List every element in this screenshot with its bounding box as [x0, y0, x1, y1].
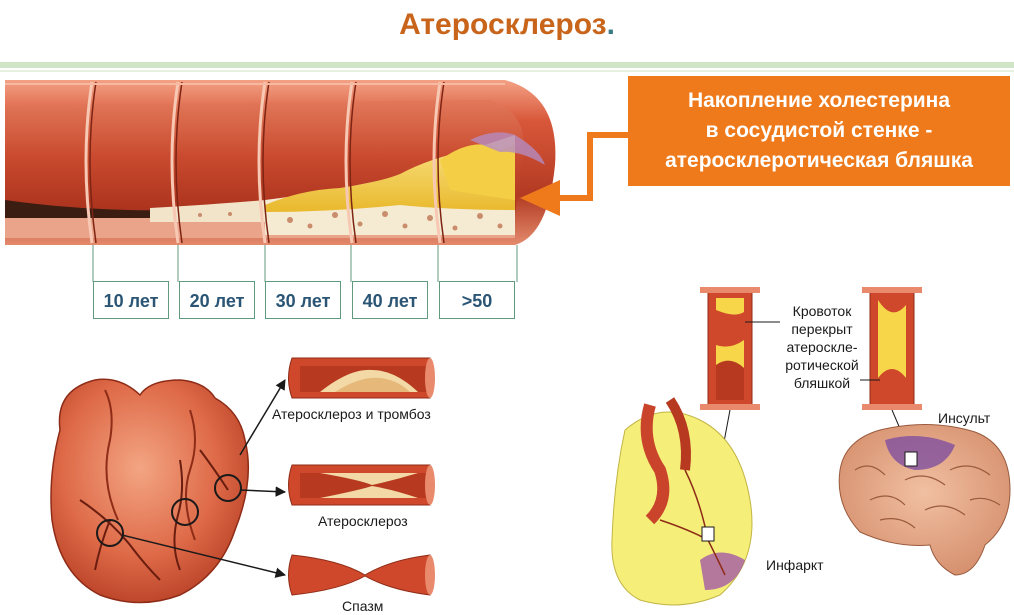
age-label-20: 20 лет: [179, 281, 255, 319]
artery-cross-section: [5, 80, 556, 245]
brain-stroke: [838, 424, 1011, 576]
segment-ticks: [92, 245, 518, 282]
title-text: Атеросклероз: [399, 8, 607, 41]
flow-line-4: ротической: [785, 357, 859, 373]
blocked-vessel-left: [700, 287, 760, 410]
flow-line-2: перекрыт: [791, 321, 853, 337]
callout-line-3: атеросклеротическая бляшка: [665, 149, 973, 172]
vessel-thrombosis: [288, 357, 435, 399]
flow-line-5: бляшкой: [793, 375, 851, 391]
title-divider: [0, 62, 1014, 68]
label-atherosclerosis: Атеросклероз: [318, 513, 408, 529]
callout-arrow: [520, 132, 628, 216]
title-dot: .: [606, 8, 615, 41]
label-stroke: Инсульт: [938, 410, 991, 426]
heart-infarct: [611, 397, 753, 606]
age-label-10: 10 лет: [93, 281, 169, 319]
page-title: Атеросклероз.: [0, 8, 1014, 42]
title-divider-light: [0, 70, 1014, 72]
label-spasm: Спазм: [342, 598, 384, 614]
flow-blocked-label: Кровоток перекрыт атероскле- ротической …: [782, 302, 862, 392]
label-thrombosis: Атеросклероз и тромбоз: [272, 406, 431, 422]
heart-illustration: [50, 378, 287, 604]
callout-line-1: Накопление холестерина: [687, 89, 951, 112]
flow-line-3: атероскле-: [786, 339, 858, 355]
age-label-30: 30 лет: [265, 281, 341, 319]
callout-box: Накопление холестерина в сосудистой стен…: [628, 76, 1010, 186]
vessel-spasm: [288, 554, 435, 596]
label-infarct: Инфаркт: [766, 557, 824, 573]
blocked-vessel-right: [862, 287, 922, 410]
flow-line-1: Кровоток: [792, 303, 852, 319]
age-label-50plus: >50: [439, 281, 515, 319]
age-label-40: 40 лет: [352, 281, 428, 319]
vessel-atherosclerosis: [288, 464, 435, 506]
callout-line-2: в сосудистой стенке -: [705, 119, 933, 142]
